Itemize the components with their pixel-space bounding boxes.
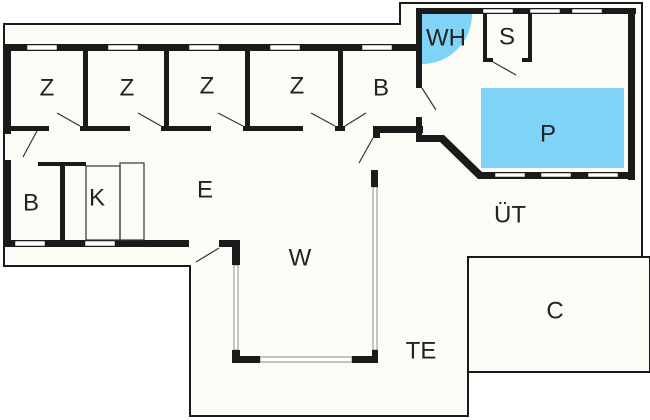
room-label-bathroom-top: B — [373, 75, 389, 102]
room-label-kitchen: K — [89, 185, 105, 212]
room-label-bedroom-1: Z — [40, 75, 55, 102]
room-label-roofed-terrace: ÜT — [494, 202, 526, 229]
door-swing — [22, 130, 38, 158]
room-label-pool: P — [540, 121, 556, 148]
closet-2 — [119, 162, 145, 241]
room-label-bathroom-left: B — [23, 190, 39, 217]
room-label-whirlpool: WH — [426, 25, 466, 52]
room-label-living: E — [197, 177, 213, 204]
door-swing — [344, 112, 367, 127]
door-swing — [217, 112, 244, 127]
door-swing — [421, 87, 437, 111]
room-label-terrace: TE — [406, 338, 437, 365]
door-swing — [195, 247, 220, 263]
door-swing — [310, 112, 336, 127]
carport-area — [467, 256, 650, 373]
pool-basin — [481, 88, 624, 168]
windows — [14, 8, 619, 363]
fixtures — [22, 61, 517, 263]
whirlpool-basin — [422, 14, 472, 64]
door-swing — [137, 112, 162, 127]
room-label-winter-garden: W — [289, 245, 312, 272]
room-label-bedroom-4: Z — [290, 73, 305, 100]
room-label-bedroom-2: Z — [120, 75, 135, 102]
door-swing — [492, 61, 517, 76]
room-label-carport: C — [546, 298, 563, 325]
door-swing — [358, 137, 374, 164]
room-label-sauna: S — [499, 24, 515, 51]
room-label-bedroom-3: Z — [200, 73, 215, 100]
door-swing — [56, 112, 81, 127]
